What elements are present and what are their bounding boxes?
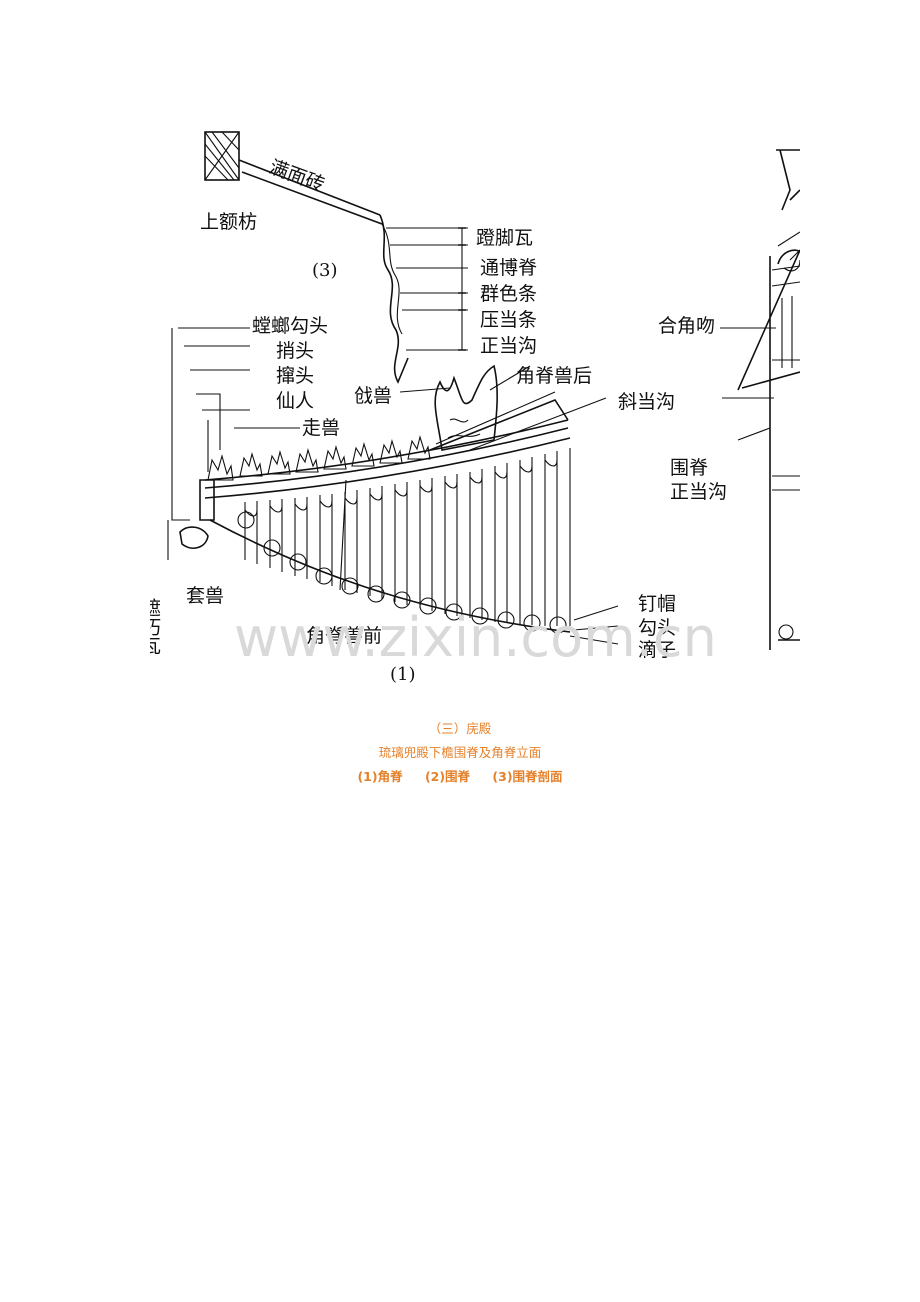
label-slant-gutter: 斜当沟 <box>618 391 675 413</box>
label-main-gutter: 正当沟 <box>480 335 537 357</box>
guardian-beast <box>434 364 498 451</box>
label-full-brick: 满面砖 <box>266 156 327 196</box>
label-step-tile: 蹬脚瓦 <box>476 227 533 249</box>
watermark: www.zixin.com.cn <box>234 606 717 669</box>
label-through-ridge: 通博脊 <box>480 257 537 279</box>
label-corner-kiss: 合角吻 <box>658 315 715 337</box>
label-immortal: 仙人 <box>276 390 314 412</box>
label-part-3: (3) <box>312 260 338 281</box>
label-walking-beasts: 走兽 <box>302 417 340 439</box>
section-profile <box>204 131 468 384</box>
label-part-1: (1) <box>390 664 416 685</box>
label-ridge-beast-front: 角脊兽前 <box>306 625 382 647</box>
label-set-beast: 套兽 <box>186 585 224 607</box>
wall-profile <box>379 214 409 384</box>
caption-item-corner-ridge: (1)角脊 <box>357 769 403 784</box>
end-beast <box>179 526 209 549</box>
label-rush-head: 撺头 <box>276 365 314 387</box>
caption-title: （三）庑殿 <box>428 721 492 736</box>
caption-subtitle: 琉璃兜殿下檐围脊及角脊立面 <box>378 745 542 760</box>
diagram-canvas: 上额枋 满面砖 蹬脚瓦 通博脊 群色条 压当条 正当沟 (3) <box>150 131 800 685</box>
caption-parts: (1)角脊 (2)围脊 (3)围脊剖面 <box>0 766 920 785</box>
label-upper-beam: 上额枋 <box>200 211 257 233</box>
label-tip-head: 捎头 <box>276 340 314 362</box>
label-hook-tile: 勾头 <box>638 617 676 639</box>
label-drip-tile: 滴子 <box>638 639 676 661</box>
label-mantis-hook: 螳螂勾头 <box>252 315 328 337</box>
label-ridge-beast-rear: 角脊兽后 <box>516 365 592 387</box>
label-nail-cap: 钉帽 <box>638 593 676 615</box>
roof-ridge-diagram: 上额枋 满面砖 蹬脚瓦 通博脊 群色条 压当条 正当沟 (3) <box>150 120 800 700</box>
tile-rows <box>209 448 571 634</box>
caption-item-surround-ridge: (2)围脊 <box>424 769 471 784</box>
label-side-gutter: 正当沟 <box>670 481 727 503</box>
label-guardian-beast: 戗兽 <box>354 385 392 407</box>
side-ridge-wall <box>720 149 800 650</box>
label-surround-ridge: 围脊 <box>670 457 708 479</box>
ridge-figures <box>207 434 431 481</box>
corner-ridge <box>167 327 619 645</box>
label-eave-tile: 遮朽瓦 <box>150 598 161 655</box>
label-color-strip: 群色条 <box>480 283 537 305</box>
caption-item-section: (3)围脊剖面 <box>492 769 563 784</box>
label-press-strip: 压当条 <box>480 309 537 331</box>
